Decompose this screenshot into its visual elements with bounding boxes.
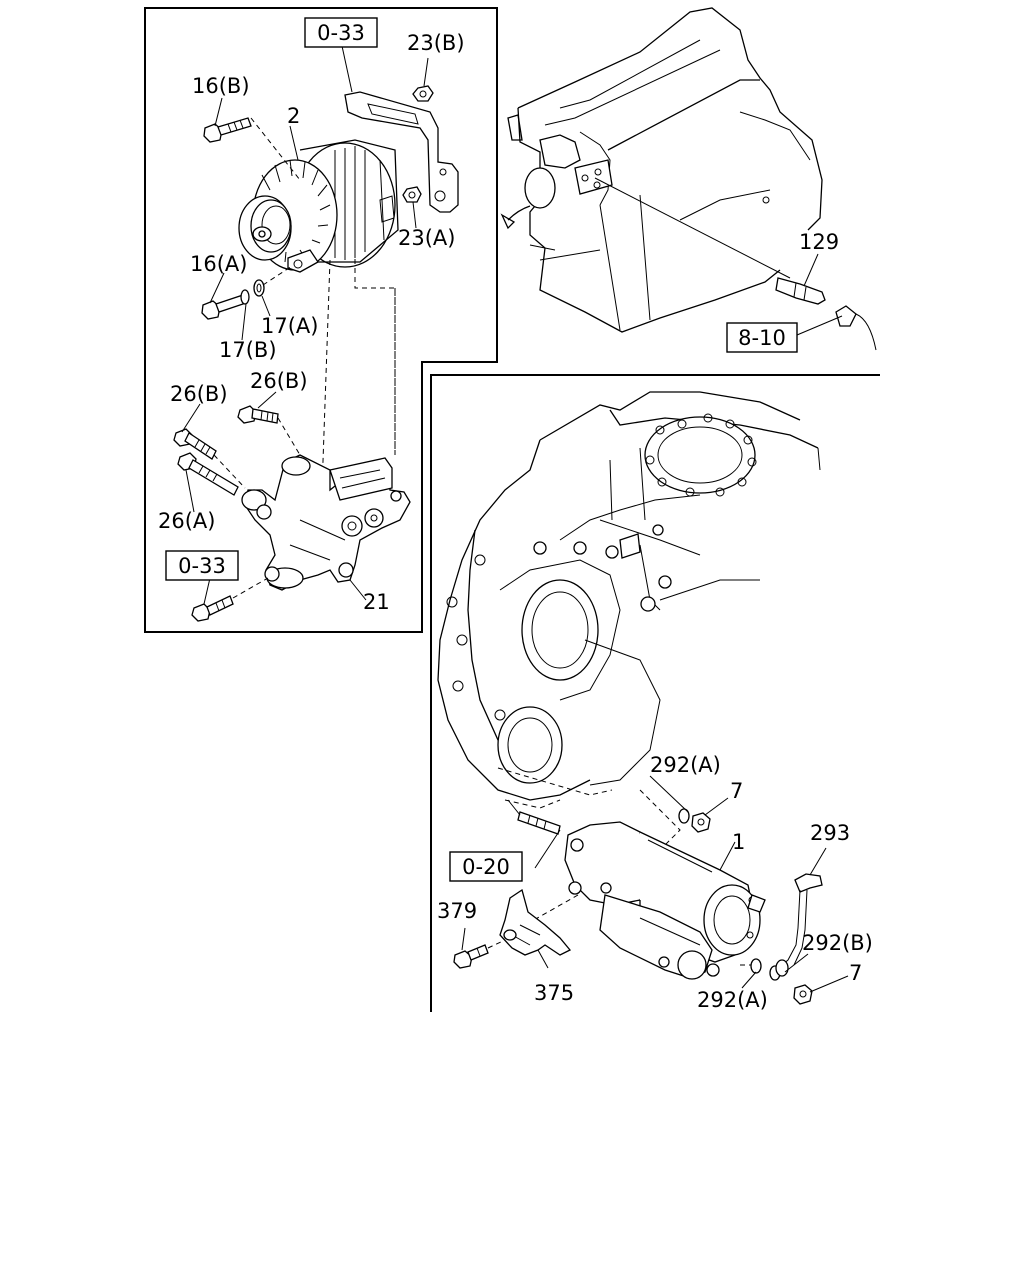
leaders-alternator [181,45,429,605]
callout-379: 379 [437,899,477,923]
callout-7-top: 7 [730,779,743,803]
callout-129: 129 [799,230,839,254]
callout-17b: 17(B) [219,338,277,362]
callout-23a: 23(A) [398,226,455,250]
callout-17a: 17(A) [261,314,318,338]
callout-21: 21 [363,590,390,614]
alternator-frame [144,7,498,633]
ref-box-0-33-bottom[interactable]: 0-33 [165,550,239,581]
bolt-16a [201,265,293,320]
ref-label-0-33-top[interactable]: 0-33 [317,21,365,45]
starter-frame [430,374,880,1012]
starter-hardware [507,799,813,1005]
callout-7-bottom: 7 [849,961,862,985]
bolt-lower-left [191,577,269,622]
bolt-26a [177,452,239,496]
alternator-connectors [321,250,396,491]
callout-292b: 292(B) [802,931,873,955]
callout-labels: 23(B) 16(B) 2 23(A) 16(A) 17(A) 17(B) 26… [158,31,873,1012]
ref-box-0-20[interactable]: 0-20 [449,851,523,882]
ref-label-0-33-bottom[interactable]: 0-33 [178,554,226,578]
ref-box-8-10[interactable]: 8-10 [726,322,798,353]
callout-26b-lower: 26(B) [170,382,228,406]
leaders-starter [461,775,849,993]
starter-motor [564,821,766,980]
alternator-drawing [238,139,399,273]
callout-292a-bottom: 292(A) [697,988,768,1012]
callout-1: 1 [732,830,745,854]
adjusting-bracket [344,91,459,213]
callout-375: 375 [534,981,574,1005]
ref-label-0-20[interactable]: 0-20 [462,855,510,879]
nut-23b [412,85,434,102]
callout-2: 2 [287,104,300,128]
engine-block-drawing [500,7,823,333]
flywheel-housing-drawing [437,391,821,801]
bolt-26b-upper [237,405,301,456]
callout-16a: 16(A) [190,252,247,276]
sensor-129 [775,253,877,351]
bolt-16b [203,117,301,181]
bolt-26b-lower [173,428,246,489]
bolt-379 [453,939,506,969]
callout-23b: 23(B) [407,31,465,55]
nut-23a [402,186,422,203]
ref-label-8-10[interactable]: 8-10 [738,326,786,350]
callout-293: 293 [810,821,850,845]
callout-16b: 16(B) [192,74,250,98]
callout-26b-upper: 26(B) [250,369,308,393]
ref-box-0-33-top[interactable]: 0-33 [304,17,378,48]
callout-292a-top: 292(A) [650,753,721,777]
mounting-bracket-21 [241,454,411,591]
callout-26a: 26(A) [158,509,215,533]
bracket-375 [499,888,572,956]
